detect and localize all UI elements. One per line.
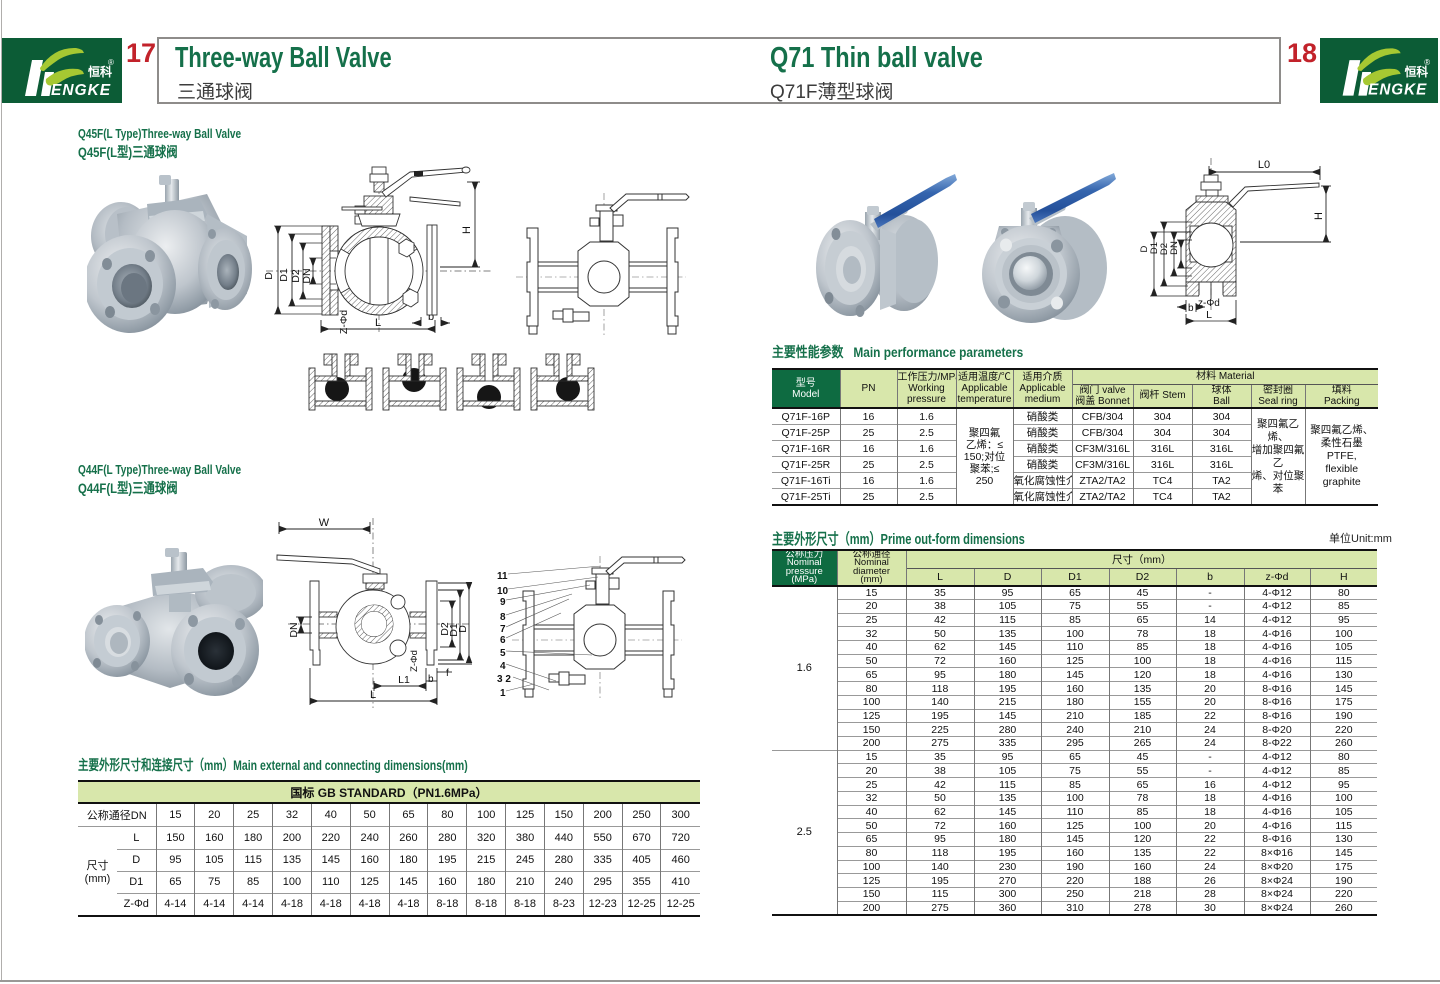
svg-text:Z-Φd: Z-Φd xyxy=(338,310,350,334)
svg-text:ENGKE: ENGKE xyxy=(51,82,111,99)
svg-text:L: L xyxy=(375,317,381,329)
svg-text:DN: DN xyxy=(288,622,300,637)
svg-text:D1: D1 xyxy=(448,623,460,637)
svg-text:恒科: 恒科 xyxy=(88,64,112,79)
svg-text:b: b xyxy=(428,674,434,685)
svg-text:L: L xyxy=(370,689,376,701)
svg-text:D: D xyxy=(263,272,275,280)
svg-text:6: 6 xyxy=(500,635,506,646)
svg-text:D: D xyxy=(457,625,469,633)
svg-text:4: 4 xyxy=(500,661,506,672)
svg-text:L: L xyxy=(1206,309,1212,321)
svg-text:b: b xyxy=(1188,303,1194,314)
svg-text:D1: D1 xyxy=(1149,242,1160,254)
svg-text:L0: L0 xyxy=(1258,159,1270,171)
svg-text:DN: DN xyxy=(301,268,313,283)
svg-text:D2: D2 xyxy=(290,269,302,283)
svg-text:H: H xyxy=(1313,212,1325,220)
svg-text:W: W xyxy=(319,517,330,529)
svg-text:D2: D2 xyxy=(439,622,451,636)
svg-text:D1: D1 xyxy=(278,268,290,282)
svg-text:7: 7 xyxy=(500,624,506,635)
svg-text:3 2: 3 2 xyxy=(497,674,511,685)
svg-text:DN: DN xyxy=(1169,241,1180,255)
svg-text:9: 9 xyxy=(500,597,506,608)
svg-text:L1: L1 xyxy=(398,674,410,686)
svg-text:Z-Φd: Z-Φd xyxy=(409,650,420,672)
svg-text:D2: D2 xyxy=(1159,243,1170,255)
svg-text:10: 10 xyxy=(497,586,509,597)
svg-text:5: 5 xyxy=(500,648,506,659)
svg-text:b: b xyxy=(428,311,434,323)
svg-text:D: D xyxy=(1140,245,1150,252)
svg-text:®: ® xyxy=(108,58,114,67)
svg-text:z-Φd: z-Φd xyxy=(1198,298,1220,309)
svg-text:11: 11 xyxy=(497,571,508,582)
svg-text:f: f xyxy=(446,668,449,679)
svg-text:H: H xyxy=(461,226,473,234)
svg-text:8: 8 xyxy=(500,612,506,623)
svg-text:1: 1 xyxy=(500,688,506,699)
